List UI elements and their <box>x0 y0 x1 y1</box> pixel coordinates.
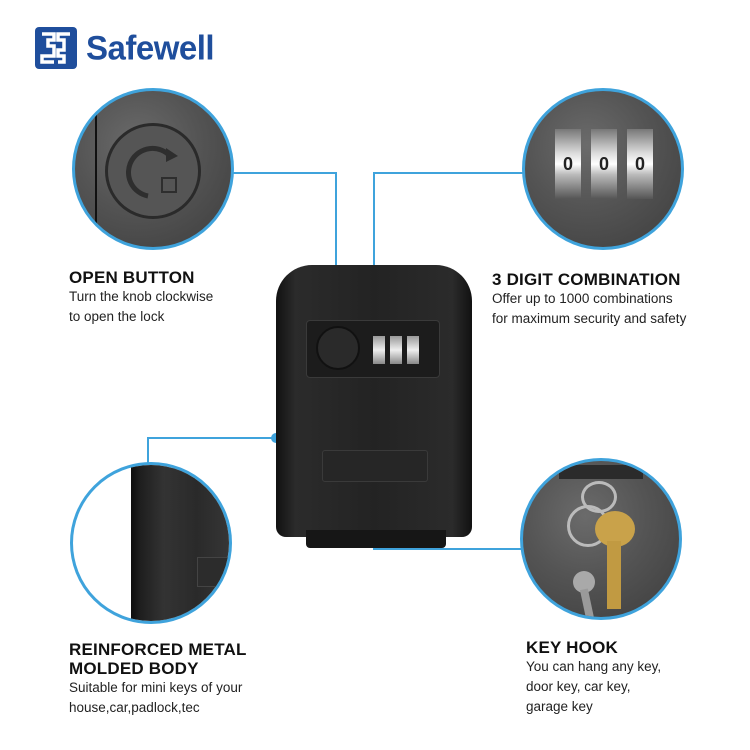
feature-desc-line: You can hang any key, <box>526 659 662 674</box>
feature-desc-line: door key, car key, <box>526 679 631 694</box>
feature-desc-line: Turn the knob clockwise <box>69 289 214 304</box>
feature-body: REINFORCED METAL MOLDED BODY Suitable fo… <box>69 640 247 718</box>
feature-desc-line: Suitable for mini keys of your <box>69 680 243 695</box>
dial-wheel[interactable]: 0 <box>627 129 653 199</box>
combination-dials: 0 0 0 <box>555 129 653 199</box>
feature-title: 3 DIGIT COMBINATION <box>492 270 681 289</box>
dial-wheel[interactable]: 0 <box>591 129 617 199</box>
feature-key-hook: KEY HOOK You can hang any key, door key,… <box>526 638 661 717</box>
silver-key-icon <box>573 571 595 593</box>
feature-title: KEY HOOK <box>526 638 618 657</box>
feature-desc-line: Offer up to 1000 combinations <box>492 291 673 306</box>
connector-line <box>335 172 337 330</box>
connector-line <box>373 172 375 352</box>
connector-line <box>147 437 149 467</box>
feature-desc-line: to open the lock <box>69 309 165 324</box>
handle-slot <box>322 450 428 482</box>
feature-desc-line: garage key <box>526 699 593 714</box>
knob-icon <box>316 326 360 370</box>
connector-line <box>373 172 523 174</box>
feature-desc-line: for maximum security and safety <box>492 311 687 326</box>
connector-line <box>373 548 523 550</box>
safewell-logo-icon <box>34 26 78 70</box>
connector-line <box>232 172 336 174</box>
dials-mini <box>373 336 419 364</box>
brand-name: Safewell <box>86 28 215 67</box>
feature-title: MOLDED BODY <box>69 659 199 678</box>
body-detail-circle <box>70 462 232 624</box>
open-button-detail-circle <box>72 88 234 250</box>
dial-wheel[interactable]: 0 <box>555 129 581 199</box>
feature-desc-line: house,car,padlock,tec <box>69 700 200 715</box>
rotate-knob-icon <box>105 123 201 219</box>
key-hook-detail-circle <box>520 458 682 620</box>
feature-combination: 3 DIGIT COMBINATION Offer up to 1000 com… <box>492 270 686 329</box>
connector-line <box>147 437 275 439</box>
feature-title: REINFORCED METAL <box>69 640 247 659</box>
feature-title: OPEN BUTTON <box>69 268 195 287</box>
lockbox-product <box>276 265 476 555</box>
combination-detail-circle: 0 0 0 <box>522 88 684 250</box>
feature-open-button: OPEN BUTTON Turn the knob clockwise to o… <box>69 268 213 327</box>
brand-logo: Safewell <box>34 26 215 70</box>
